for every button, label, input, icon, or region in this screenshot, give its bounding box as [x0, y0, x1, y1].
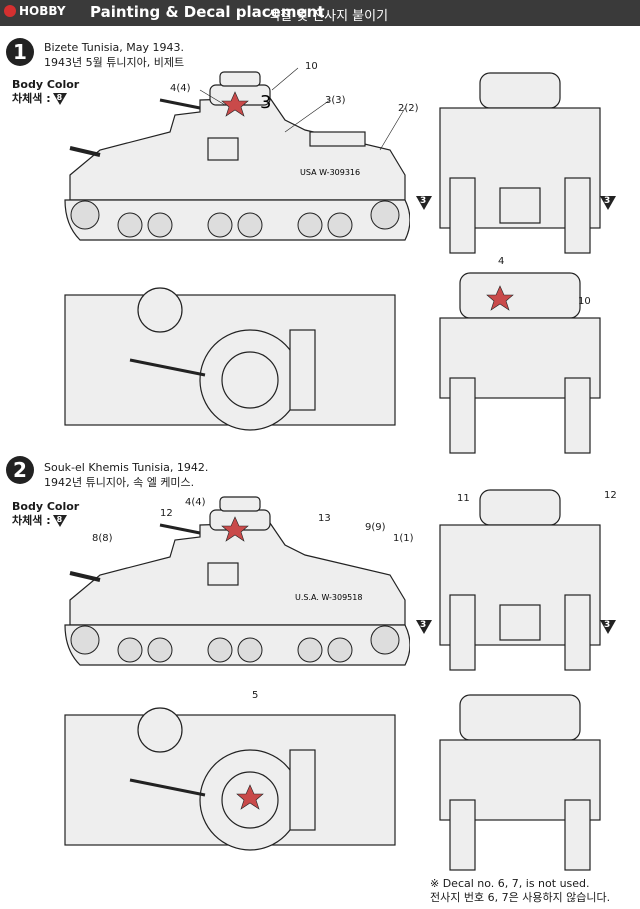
scheme-2-badge: 2 [6, 456, 34, 484]
callout-side-1: 10 [305, 61, 318, 72]
callout-rear-1: 4 [498, 256, 505, 267]
callout-side-3: 3(3) [325, 95, 346, 106]
callout-top-5: 5 [252, 690, 259, 701]
scheme-2-title: Souk-el Khemis Tunisia, 1942. 1942년 튜니지아… [44, 460, 208, 490]
scheme-1-rear-view [439, 272, 601, 454]
scheme-1-badge: 1 [6, 38, 34, 66]
front-marker-left: 3 [416, 620, 432, 634]
scheme-2-front-view [439, 489, 601, 671]
callout-side-2: 4(4) [170, 83, 191, 94]
top-star-icon [236, 784, 264, 810]
body-color-label-ko: 차체색 : [12, 92, 51, 105]
body-color-label: Body Color [12, 78, 80, 91]
front-marker-left: 3 [416, 196, 432, 210]
scheme-1-title-en: Bizete Tunisia, May 1943. [44, 41, 185, 54]
color-code-badge: 8 [52, 93, 67, 105]
scheme-2-body-color: Body Color 차체색 :8 [12, 500, 79, 528]
page-title: Painting & Decal placement [90, 3, 325, 21]
scheme-1-side-view: 3 USA W-309316 [64, 67, 410, 241]
callout-s2-2: 12 [160, 508, 173, 519]
scheme-2-top-view [64, 707, 396, 851]
footnote-ko: 전사지 번호 6, 7은 사용하지 않습니다. [430, 891, 611, 904]
rear-star-icon [486, 285, 514, 311]
page-subtitle: 색칠 및 전사지 붙이기 [268, 9, 389, 24]
scheme-2-side-view: U.S.A. W-309518 [64, 496, 410, 666]
star-insignia-icon [221, 91, 249, 117]
scheme-1-title-ko: 1943년 5월 튜니지아, 비제트 [44, 56, 185, 69]
logo-icon [4, 5, 16, 17]
header-bar: HOBBY Painting & Decal placement 색칠 및 전사… [0, 0, 640, 26]
scheme-1-title: Bizete Tunisia, May 1943. 1943년 5월 튜니지아,… [44, 40, 184, 70]
callout-s2-1: 4(4) [185, 497, 206, 508]
callout-rear-2: 10 [578, 296, 591, 307]
color-code-badge: 8 [52, 515, 67, 527]
front-marker-right: 3 [600, 196, 616, 210]
hull-serial: U.S.A. W-309518 [295, 593, 362, 602]
scheme-2-rear-view [439, 694, 601, 871]
turret-number: 3 [260, 92, 271, 113]
hobby-logo: HOBBY [4, 4, 66, 18]
footnote: ※ Decal no. 6, 7, is not used. 전사지 번호 6,… [430, 877, 610, 905]
callout-s2-4: 8(8) [92, 533, 113, 544]
scheme-1-front-view [439, 72, 601, 254]
body-color-label: Body Color [12, 500, 80, 513]
star-insignia-icon [221, 516, 249, 542]
body-color-label-ko: 차체색 : [12, 514, 51, 527]
footnote-en: ※ Decal no. 6, 7, is not used. [430, 877, 590, 890]
scheme-2-title-en: Souk-el Khemis Tunisia, 1942. [44, 461, 209, 474]
callout-front-12: 12 [604, 490, 617, 501]
callout-s2-5: 9(9) [365, 522, 386, 533]
scheme-1-body-color: Body Color 차체색 :8 [12, 78, 79, 106]
callout-side-4: 2(2) [398, 103, 419, 114]
callout-s2-6: 1(1) [393, 533, 414, 544]
scheme-2-title-ko: 1942년 튜니지아, 속 엘 케미스. [44, 476, 195, 489]
logo-text: HOBBY [19, 4, 66, 18]
front-marker-right: 3 [600, 620, 616, 634]
hull-serial: USA W-309316 [300, 168, 360, 177]
callout-s2-3: 13 [318, 513, 331, 524]
callout-front-11: 11 [457, 493, 470, 504]
scheme-1-top-view [64, 287, 396, 431]
